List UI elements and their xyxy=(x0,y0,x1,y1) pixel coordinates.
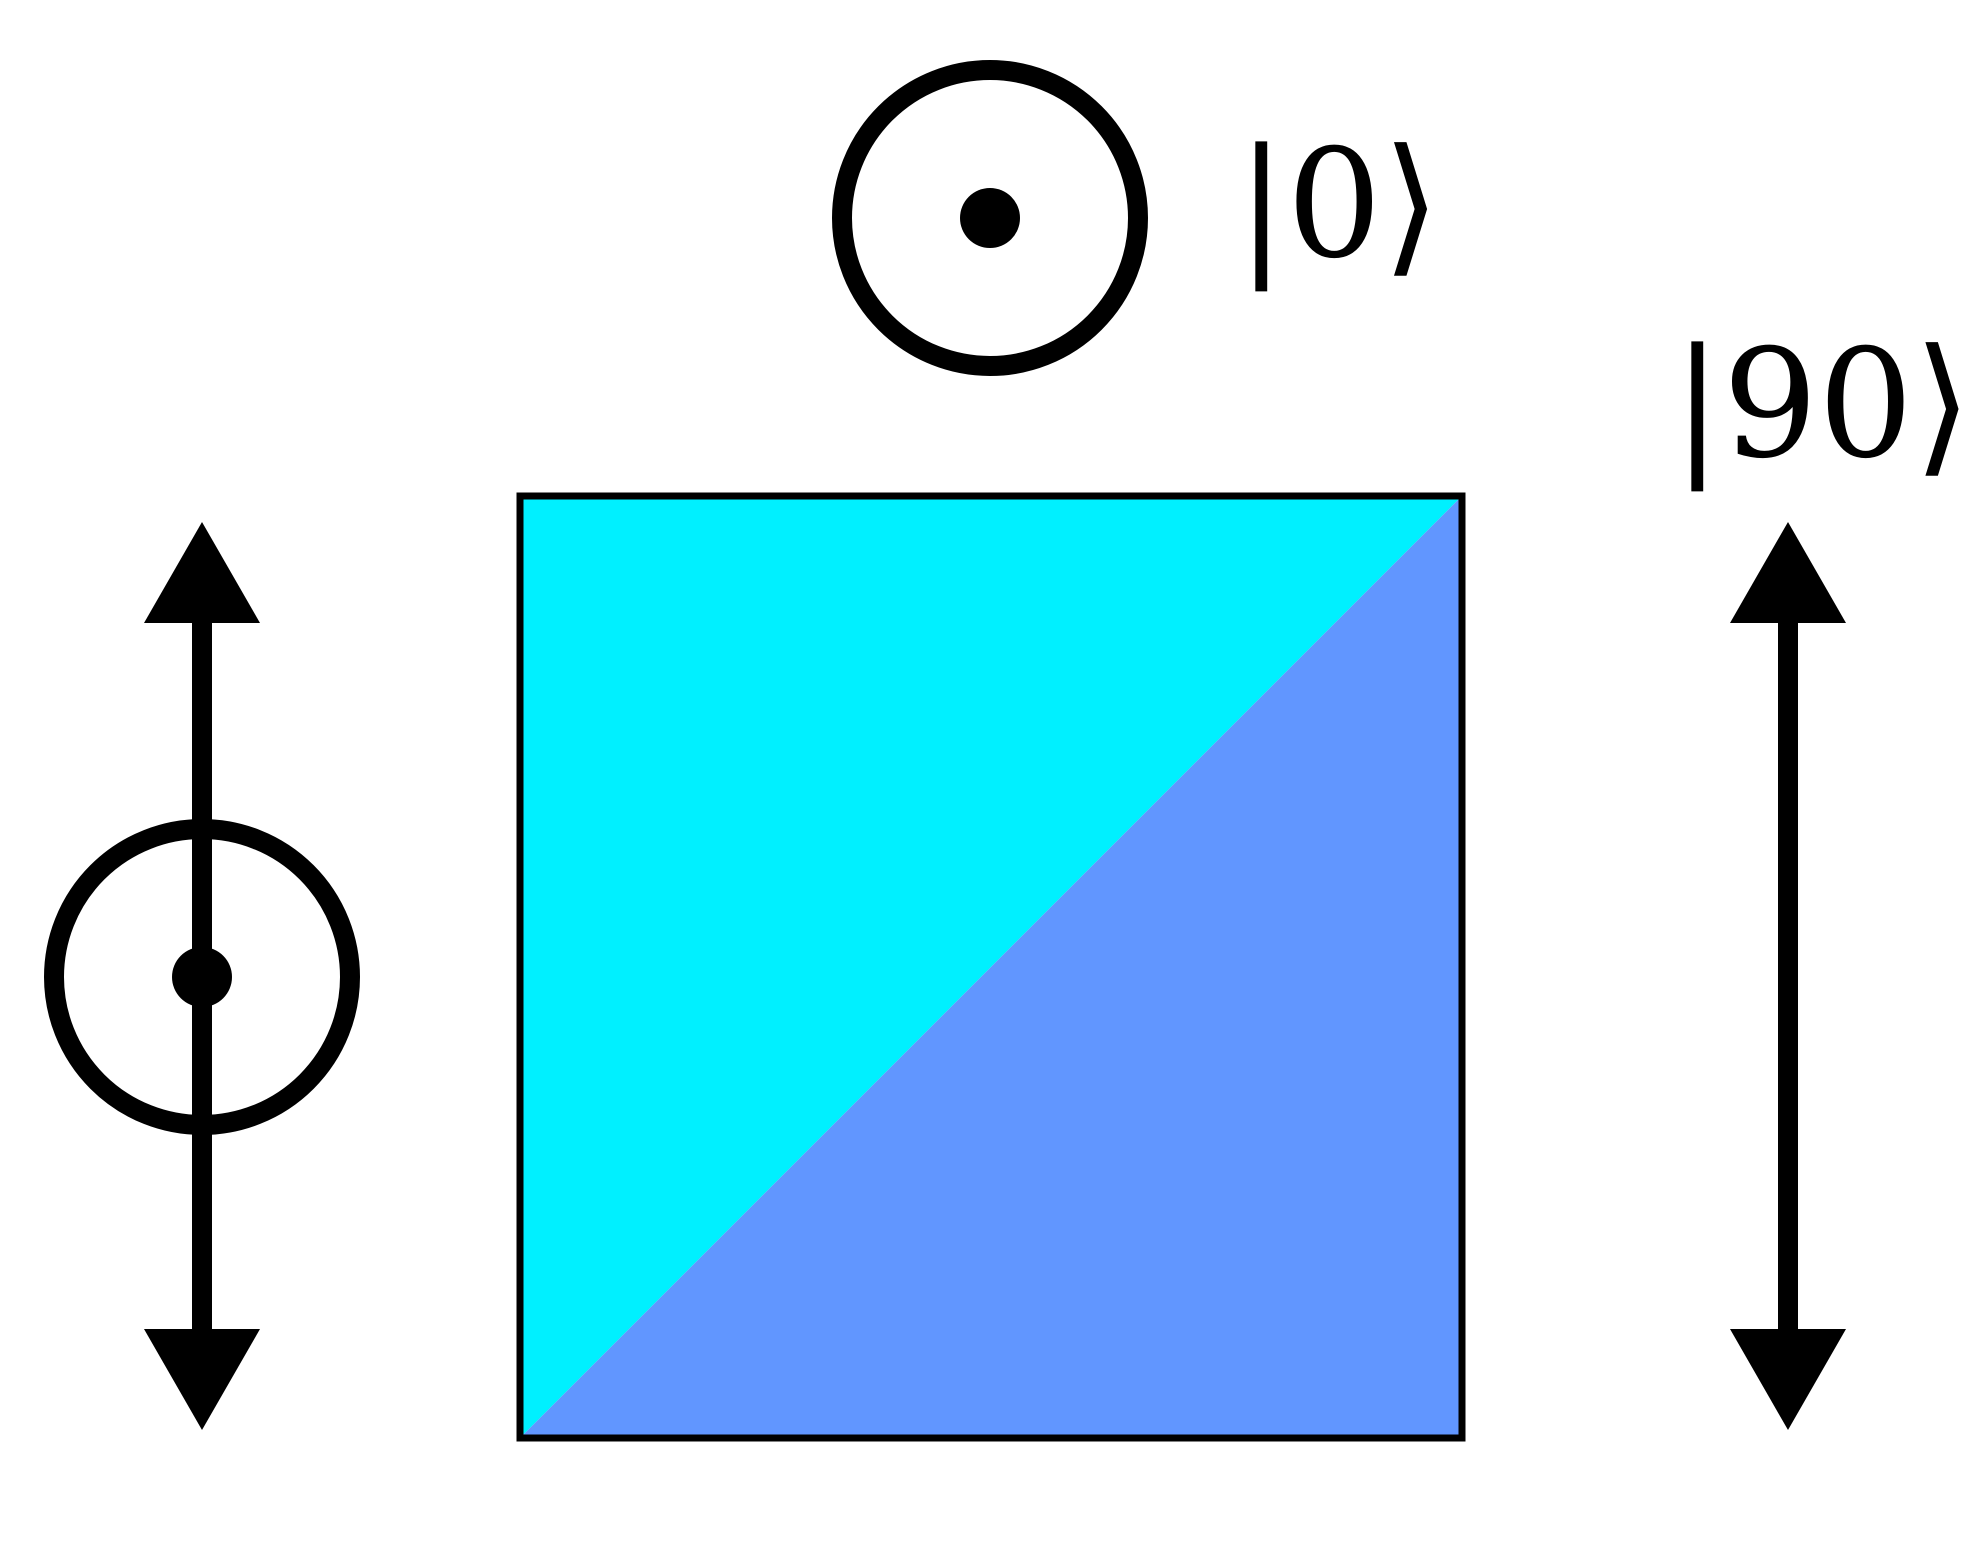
ket-label-top: |0⟩ xyxy=(1236,118,1441,292)
right-polarization-icon xyxy=(1730,522,1846,1430)
left-polarization-icon xyxy=(44,522,360,1430)
ket-label-right: |90⟩ xyxy=(1672,318,1972,492)
left-arrow-head-down xyxy=(144,1329,260,1430)
beam-splitter-cube xyxy=(516,492,1466,1442)
right-arrow-head-up xyxy=(1730,522,1846,623)
prism-lower-triangle xyxy=(520,496,1462,1438)
top-circle xyxy=(832,60,1148,376)
top-polarization-icon xyxy=(832,60,1148,376)
cube-outline xyxy=(516,492,1466,1442)
left-arrow-head-up xyxy=(144,522,260,623)
right-arrow-head-down xyxy=(1730,1329,1846,1430)
top-dot xyxy=(960,188,1020,248)
